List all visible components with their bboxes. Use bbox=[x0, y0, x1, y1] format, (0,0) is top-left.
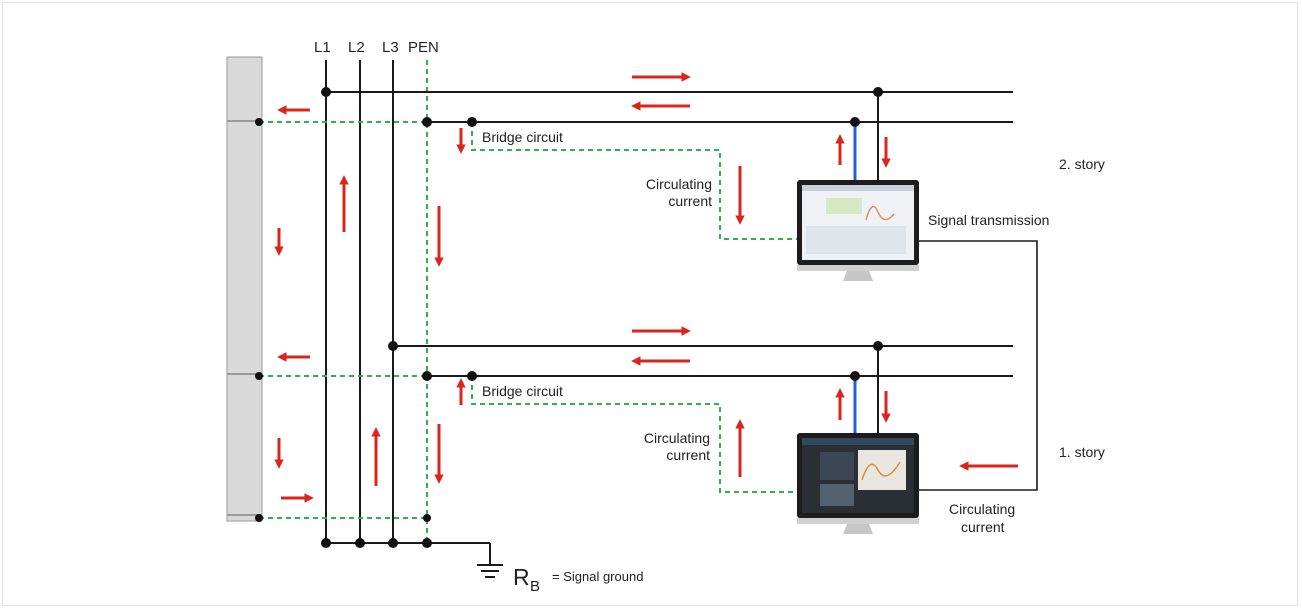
bridge-circuit-upper: Bridge circuit bbox=[482, 129, 563, 145]
circulating-upper-line2: current bbox=[668, 193, 712, 209]
monitor-lower bbox=[797, 433, 919, 534]
circulating-lower-line2: current bbox=[666, 447, 710, 463]
l2-label: L2 bbox=[348, 39, 365, 56]
current-arrows bbox=[274, 72, 1018, 503]
monitor-upper bbox=[797, 180, 919, 281]
circulating-right-line1: Circulating bbox=[949, 501, 1015, 517]
circulating-upper-line1: Circulating bbox=[646, 176, 712, 192]
story-2-label: 2. story bbox=[1059, 156, 1105, 172]
pen-label: PEN bbox=[408, 39, 439, 56]
bridge-circuit-lower: Bridge circuit bbox=[482, 383, 563, 399]
l3-label: L3 bbox=[382, 39, 399, 56]
signal-transmission-line bbox=[919, 240, 1038, 491]
ground-symbol-r: R bbox=[513, 564, 530, 590]
signal-ground-label: = Signal ground bbox=[552, 569, 643, 584]
l1-label: L1 bbox=[314, 39, 331, 56]
circulating-right-line2: current bbox=[961, 519, 1005, 535]
circulating-lower-line1: Circulating bbox=[644, 430, 710, 446]
story-1-label: 1. story bbox=[1059, 444, 1105, 460]
junction-dots bbox=[255, 87, 883, 548]
signal-transmission-label: Signal transmission bbox=[928, 212, 1049, 228]
building-column bbox=[226, 56, 263, 522]
ground-legend: R B = Signal ground bbox=[513, 564, 643, 595]
dashed-circuits bbox=[259, 121, 797, 519]
ground-bus bbox=[326, 542, 503, 578]
vertical-conductors bbox=[325, 60, 394, 543]
ground-symbol-sub: B bbox=[530, 578, 540, 595]
